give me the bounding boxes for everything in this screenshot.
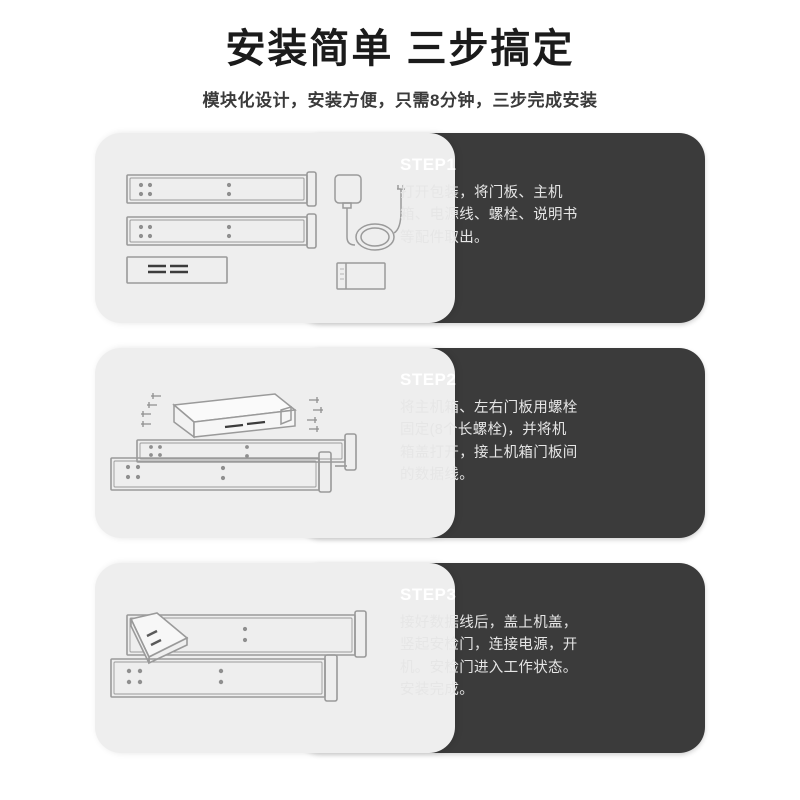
step-light-panel [95, 563, 455, 753]
step-card: STEP1 打开包装，将门板、主机箱、电源线、螺栓、说明书等配件取出。 [95, 133, 705, 323]
step-light-panel [95, 348, 455, 538]
step-description: 打开包装，将门板、主机箱、电源线、螺栓、说明书等配件取出。 [400, 185, 578, 246]
step-label: STEP2 [400, 370, 457, 389]
page-title: 安装简单 三步搞定 [225, 27, 575, 71]
steps-list: STEP1 打开包装，将门板、主机箱、电源线、螺栓、说明书等配件取出。 [0, 133, 800, 753]
step-text-block: STEP2 将主机箱、左右门板用螺栓固定(8个长螺栓)，并将机箱盖打开，接上机箱… [400, 370, 683, 487]
step-card: STEP2 将主机箱、左右门板用螺栓固定(8个长螺栓)，并将机箱盖打开，接上机箱… [95, 348, 705, 538]
step-description: 将主机箱、左右门板用螺栓固定(8个长螺栓)，并将机箱盖打开，接上机箱门板间的数据… [400, 400, 578, 484]
step-description: 接好数据线后，盖上机盖，竖起安检门，连接电源，开机。安检门进入工作状态。安装完成… [400, 615, 578, 699]
step-text-block: STEP3 接好数据线后，盖上机盖，竖起安检门，连接电源，开机。安检门进入工作状… [400, 585, 683, 702]
page-subtitle: 模块化设计，安装方便，只需8分钟，三步完成安装 [202, 91, 598, 110]
step1-illustration [126, 171, 405, 290]
step-label: STEP3 [400, 585, 457, 604]
step-light-panel [95, 133, 455, 323]
step2-illustration [110, 393, 357, 493]
step3-illustration [110, 610, 367, 702]
step-card: STEP3 接好数据线后，盖上机盖，竖起安检门，连接电源，开机。安检门进入工作状… [95, 563, 705, 753]
step-text-block: STEP1 打开包装，将门板、主机箱、电源线、螺栓、说明书等配件取出。 [400, 155, 683, 249]
page-header: 安装简单 三步搞定 模块化设计，安装方便，只需8分钟，三步完成安装 [0, 0, 800, 111]
step-label: STEP1 [400, 155, 457, 174]
